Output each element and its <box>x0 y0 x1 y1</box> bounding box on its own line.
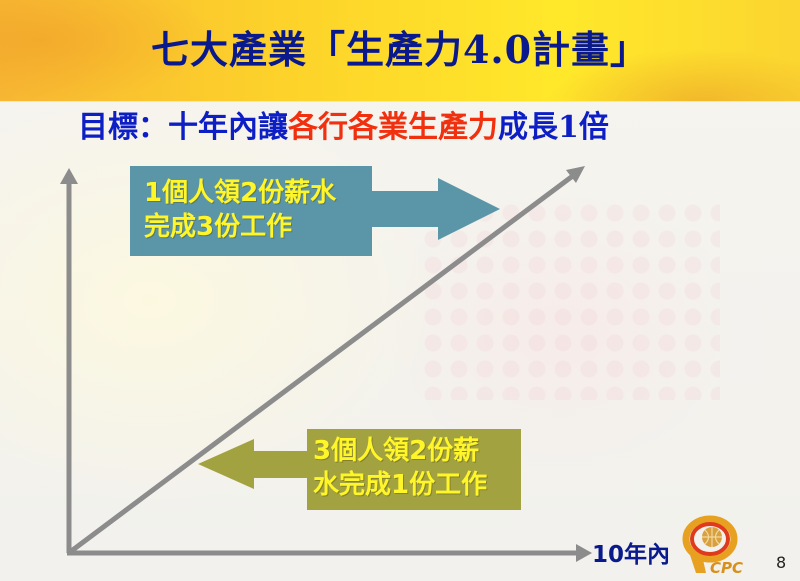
slide-title: 七大產業「生產力4.0計畫」 <box>150 27 650 72</box>
cpc-logo-icon: CPC <box>682 515 743 577</box>
y-axis <box>60 168 78 553</box>
callout-top-line1: 1個人領2份薪水 <box>144 178 337 208</box>
title-banner: 七大產業「生產力4.0計畫」 <box>0 0 800 102</box>
callout-inefficient: 3個人領2份薪 水完成1份工作 <box>307 429 521 510</box>
trend-arrow-icon <box>566 166 585 183</box>
goal-subtitle: 目標：十年內讓各行各業生產力成長1倍 <box>78 108 609 148</box>
left-arrow-icon <box>198 439 310 489</box>
callout-top-line2: 完成3份工作 <box>144 212 293 242</box>
x-axis-label: 10年內 <box>592 542 671 568</box>
callout-efficient: 1個人領2份薪水 完成3份工作 <box>130 166 372 256</box>
subtitle-highlight: 各行各業生產力 <box>288 110 498 145</box>
subtitle-prefix: 目標：十年內讓 <box>78 110 288 145</box>
y-axis-arrow-icon <box>60 168 78 184</box>
trend-line <box>68 166 585 555</box>
x-axis <box>67 544 592 562</box>
logo-text: CPC <box>710 559 743 577</box>
subtitle-suffix: 成長1倍 <box>498 110 609 145</box>
decorative-dots <box>420 200 720 400</box>
right-arrow-icon <box>370 178 500 240</box>
x-axis-arrow-icon <box>576 544 592 562</box>
callout-bottom-line2: 水完成1份工作 <box>313 470 488 500</box>
callout-bottom-line1: 3個人領2份薪 <box>313 436 480 466</box>
page-number: 8 <box>776 553 787 572</box>
